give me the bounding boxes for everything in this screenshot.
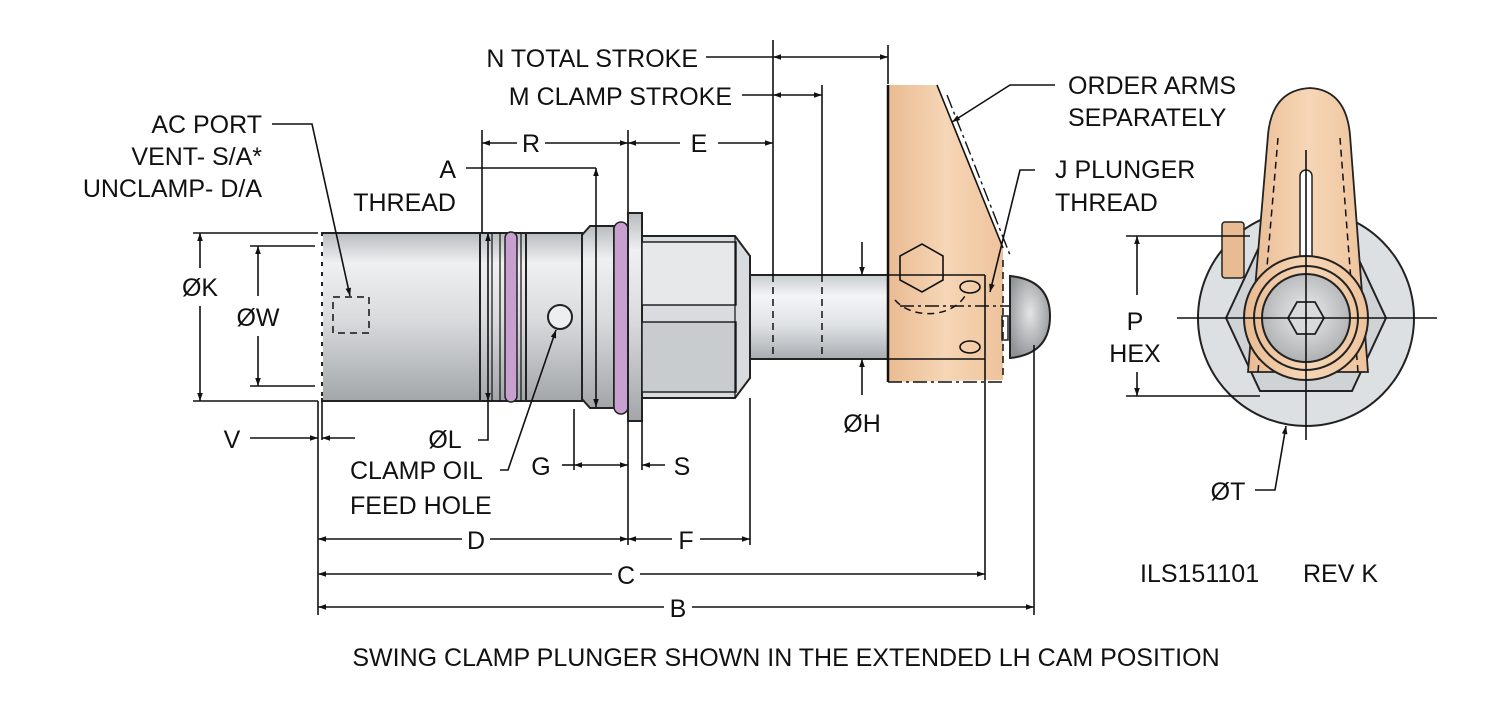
dim-f: F <box>678 527 693 555</box>
end-view <box>1177 87 1437 440</box>
flange <box>627 212 643 422</box>
dim-l: ØL <box>428 426 461 454</box>
dim-b: B <box>670 595 687 623</box>
dim-k: ØK <box>182 274 218 302</box>
dim-e: E <box>691 130 708 158</box>
dim-s: S <box>674 453 691 481</box>
ac-port-hidden-outline <box>332 296 370 334</box>
drawing-number: ILS151101 <box>1140 560 1259 588</box>
rear-cylinder <box>321 232 481 402</box>
clamp-oil-feed-hole <box>547 304 573 330</box>
dim-v: V <box>224 426 241 454</box>
a-thread-label: THREAD <box>353 189 456 217</box>
dim-w: ØW <box>236 304 279 332</box>
dim-c: C <box>617 562 635 590</box>
arm-bolt-hex <box>899 243 944 293</box>
dim-g: G <box>531 453 550 481</box>
o-ring-2 <box>613 221 629 415</box>
p-label: P <box>1127 308 1144 336</box>
hex-label: HEX <box>1109 340 1161 368</box>
order-arms-label: ORDER ARMS <box>1068 72 1236 100</box>
m-clamp-stroke-label: M CLAMP STROKE <box>509 83 732 111</box>
vent-label: VENT- S/A* <box>131 143 262 171</box>
j-plunger-label: J PLUNGER <box>1055 156 1195 184</box>
drawing-caption: SWING CLAMP PLUNGER SHOWN IN THE EXTENDE… <box>352 644 1219 672</box>
dimension-lines <box>193 40 1288 615</box>
clamp-body-side-view <box>321 212 891 422</box>
plunger-rod <box>749 274 891 360</box>
a-thread-letter: A <box>439 156 456 184</box>
clamp-oil-label: CLAMP OIL <box>350 457 483 485</box>
n-total-stroke-label: N TOTAL STROKE <box>486 45 698 73</box>
ac-port-label: AC PORT <box>151 111 262 139</box>
dim-r: R <box>522 130 540 158</box>
plunger-head <box>1009 274 1052 360</box>
unclamp-label: UNCLAMP- D/A <box>83 175 263 203</box>
j-thread-label: THREAD <box>1055 189 1158 217</box>
swing-arm-side-view <box>886 84 1052 383</box>
feed-hole-label: FEED HOLE <box>350 492 492 520</box>
o-ring-1 <box>504 231 518 403</box>
callout-labels: AC PORT VENT- S/A* UNCLAMP- D/A A THREAD… <box>83 45 1379 672</box>
dim-d: D <box>467 527 485 555</box>
dim-h: ØH <box>843 410 881 438</box>
separately-label: SEPARATELY <box>1068 104 1227 132</box>
revision-label: REV K <box>1303 560 1378 588</box>
dim-t: ØT <box>1211 478 1246 506</box>
